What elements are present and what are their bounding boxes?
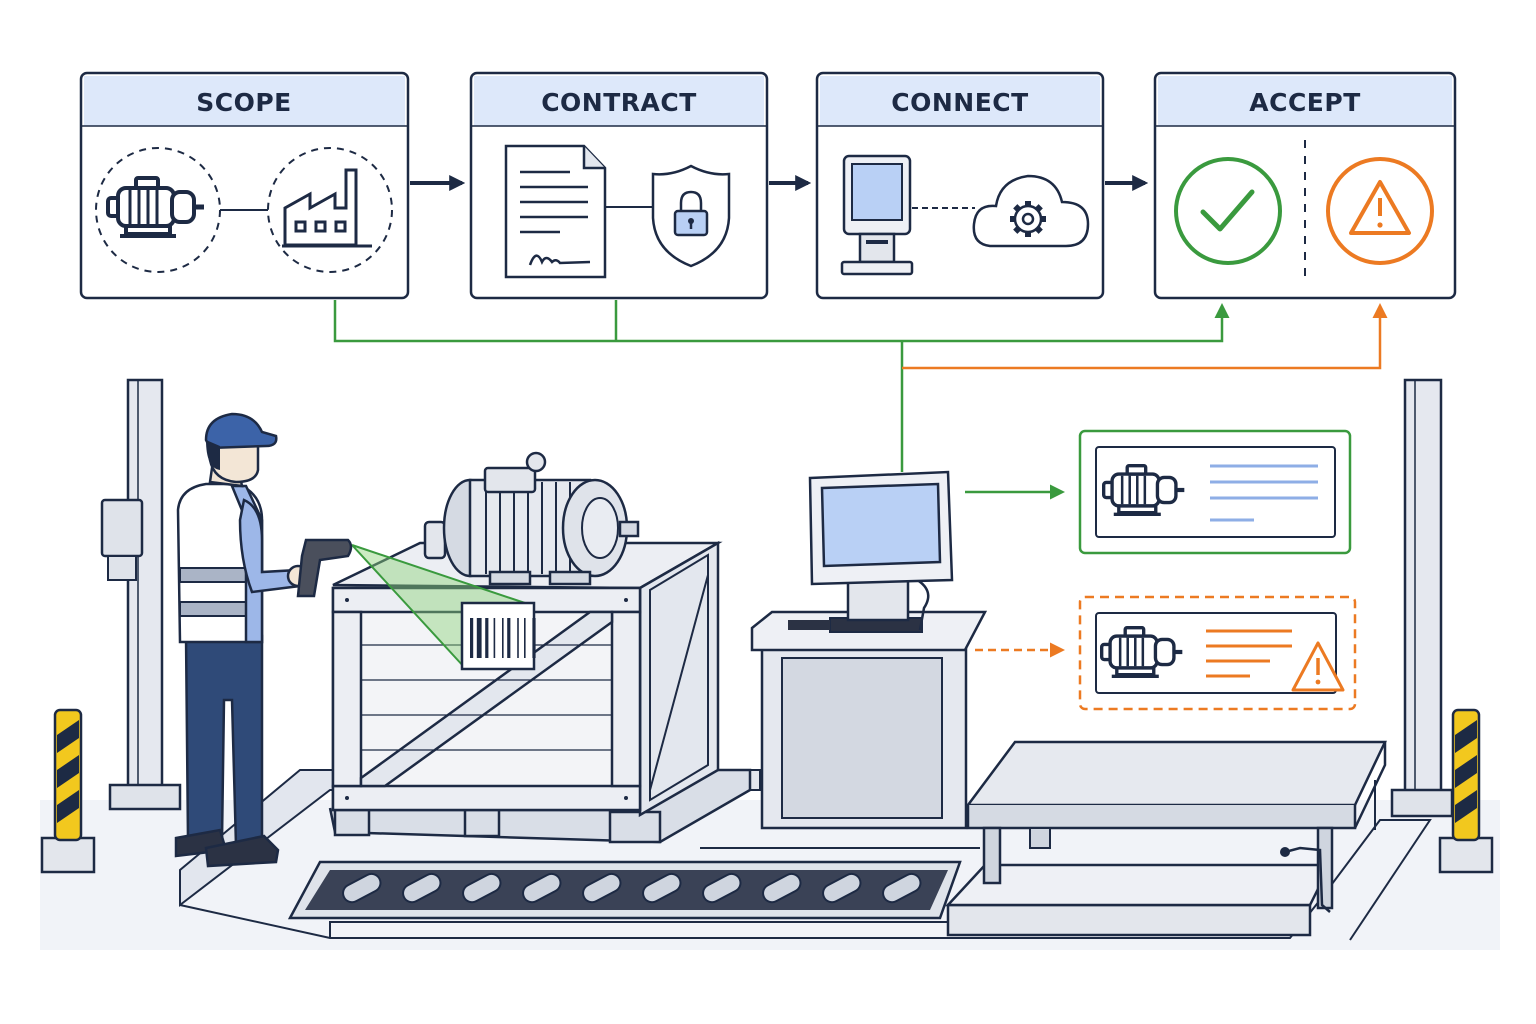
conveyor-roller <box>522 872 562 904</box>
warning-triangle-icon <box>1291 641 1345 692</box>
acceptance-feedback-lines <box>333 300 1388 472</box>
roller-conveyor <box>287 860 962 920</box>
warning-circle-icon <box>1326 157 1434 265</box>
stage-title-accept: ACCEPT <box>1249 88 1361 117</box>
conveyor-roller <box>762 872 802 904</box>
shield-lock-icon <box>651 164 731 268</box>
barcode-icon <box>470 618 536 658</box>
check-circle-icon <box>1174 157 1282 265</box>
cloud-gear-icon <box>972 174 1090 248</box>
terminal-icon <box>840 154 914 276</box>
gear-tooth <box>1025 201 1031 208</box>
conveyor-roller <box>462 872 502 904</box>
stage-title-connect: CONNECT <box>891 88 1028 117</box>
document-icon <box>504 144 607 279</box>
left-bollard <box>40 708 96 874</box>
stage-title-scope: SCOPE <box>196 88 292 117</box>
electric-motor <box>423 451 640 586</box>
stage-scope: SCOPE <box>79 71 410 300</box>
flagged-record-card <box>1078 595 1357 711</box>
left-column <box>100 378 182 811</box>
barcode-bar <box>502 618 504 658</box>
conveyor-roller <box>402 872 442 904</box>
accepted-record-card <box>1078 429 1352 555</box>
conveyor-roller <box>882 872 922 904</box>
barcode-bar <box>476 618 482 658</box>
conveyor-rollers <box>342 872 922 904</box>
barcode-bar <box>524 618 526 658</box>
lift-table <box>945 740 1387 937</box>
barcode-bar <box>532 618 536 658</box>
conveyor-roller <box>822 872 862 904</box>
signature-icon <box>528 254 591 266</box>
right-column <box>1390 378 1454 818</box>
barcode-label <box>460 601 536 671</box>
result-arrows <box>965 484 1065 658</box>
shipping-crate <box>328 540 752 844</box>
stage-accept: ACCEPT <box>1153 71 1457 300</box>
barcode-bar <box>517 618 519 658</box>
factory-icon <box>282 168 372 248</box>
conveyor-roller <box>702 872 742 904</box>
conveyor-roller <box>342 872 382 904</box>
barcode-bar <box>493 618 496 658</box>
stage-title-contract: CONTRACT <box>541 88 697 117</box>
gear-tooth <box>1025 230 1031 237</box>
stage-contract: CONTRACT <box>469 71 769 300</box>
barcode-bar <box>470 618 474 658</box>
stage-connect: CONNECT <box>815 71 1105 300</box>
barcode-bar <box>485 618 489 658</box>
conveyor-roller <box>582 872 622 904</box>
warehouse-worker <box>174 412 353 868</box>
right-bollard <box>1438 708 1494 874</box>
barcode-bar <box>507 618 511 658</box>
receiving-terminal <box>750 470 988 830</box>
conveyor-roller <box>642 872 682 904</box>
